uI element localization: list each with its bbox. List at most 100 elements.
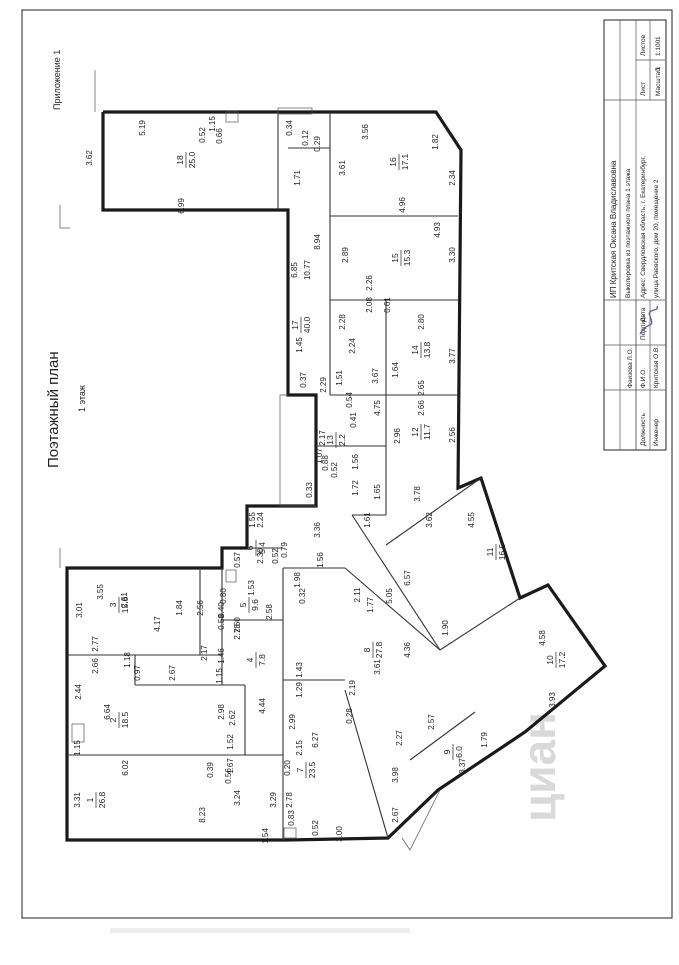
dimension-label: 2.17 <box>318 430 327 446</box>
dimension-label: 8.94 <box>313 234 322 250</box>
dimension-label: 2.44 <box>74 684 83 700</box>
dimension-value: 0.97 <box>133 665 142 681</box>
dimension-value: 8.23 <box>198 807 207 823</box>
dimension-value: 1.79 <box>480 732 489 748</box>
dimension-value: 0.58 <box>217 614 226 630</box>
dimension-value: 2.15 <box>295 740 304 756</box>
dimension-label: 4.44 <box>258 698 267 714</box>
dimension-label: 2.89 <box>341 247 350 263</box>
dimension-label: 1.15 <box>73 740 82 756</box>
dimension-value: 3.78 <box>413 486 422 502</box>
dimension-value: 0.57 <box>233 552 242 568</box>
stamp-role-1: Инженер <box>653 419 660 446</box>
room-area: 15.6 <box>120 596 130 613</box>
dimension-value: 3.00 <box>335 826 344 842</box>
dimension-label: 0.34 <box>285 120 294 136</box>
dimension-label: 1.43 <box>295 662 304 678</box>
dimension-label: 1.53 <box>247 580 256 596</box>
dimension-label: 3.37 <box>458 758 467 774</box>
dimension-value: 3.31 <box>73 792 82 808</box>
dimension-value: 10.77 <box>303 259 312 280</box>
dimension-value: 2.34 <box>448 170 457 186</box>
dimension-label: 2.24 <box>256 512 265 528</box>
room-area: 17.2 <box>557 651 567 668</box>
dimension-label: 1.84 <box>175 600 184 616</box>
room-number: 16 <box>388 157 398 167</box>
dimension-value: 2.29 <box>319 377 328 393</box>
wall-details <box>59 70 441 851</box>
room-area: 6.0 <box>454 746 464 758</box>
dimension-label: 2.11 <box>353 587 362 603</box>
dimension-value: 2.65 <box>417 380 426 396</box>
dimension-label: 2.17 <box>200 645 209 661</box>
dimension-label: 0.61 <box>383 297 392 313</box>
dimension-label: 1.77 <box>366 597 375 613</box>
dimension-label: 3.98 <box>391 767 400 783</box>
dimension-label: 0.83 <box>287 810 296 826</box>
dimension-value: 2.26 <box>365 275 374 291</box>
dimension-label: 3.67 <box>371 368 380 384</box>
dimension-label: 3.31 <box>73 792 82 808</box>
dimension-label: 1.07 <box>315 448 324 464</box>
dimension-label: 1.65 <box>373 484 382 500</box>
dimension-label: 3.61 <box>338 160 347 176</box>
stamp-address-2: улица Раевского, дом 20, помещение 2 <box>653 179 660 298</box>
room-area: 2.2 <box>337 434 347 446</box>
dimension-value: 3.24 <box>233 790 242 806</box>
dimension-value: 1.77 <box>366 597 375 613</box>
dimension-value: 2.28 <box>338 314 347 330</box>
room-number: 1 <box>85 797 95 802</box>
dimension-label: 1.64 <box>391 362 400 378</box>
dimension-value: 2.99 <box>288 714 297 730</box>
room-area: 15.3 <box>402 249 412 266</box>
dimension-label: 1.55 <box>248 512 257 528</box>
dimension-value: 5.19 <box>138 120 147 136</box>
dimension-label: 10.77 <box>303 259 312 280</box>
dimension-value: 6.27 <box>311 732 320 748</box>
dimension-value: 2.24 <box>256 512 265 528</box>
dimension-value: 6.57 <box>403 570 412 586</box>
dimension-label: 4.36 <box>403 642 412 658</box>
dimension-label: 2.99 <box>288 714 297 730</box>
room-number: 9 <box>442 749 452 754</box>
room-number: 6 <box>245 545 255 550</box>
dimension-value: 4.36 <box>403 642 412 658</box>
dimension-value: 2.56 <box>448 427 457 443</box>
dimension-label: 3.24 <box>233 790 242 806</box>
dimension-label: 0.57 <box>233 552 242 568</box>
dimension-label: 0.33 <box>305 482 314 498</box>
dimension-value: 4.17 <box>153 616 162 632</box>
dimension-label: 3.29 <box>269 792 278 808</box>
dimension-label: 1.15 <box>208 116 217 132</box>
dimension-label: 2.60 <box>233 617 242 633</box>
dimension-label: 1.52 <box>226 734 235 750</box>
stamp-name-2: Критская О.В. <box>653 346 660 388</box>
dimension-label: 0.39 <box>206 762 215 778</box>
room-number: 11 <box>485 547 495 556</box>
dimension-label: 3.56 <box>361 124 370 140</box>
dimension-label: 0.29 <box>313 136 322 152</box>
dimension-value: 2.57 <box>427 714 436 730</box>
dimension-value: 0.80 <box>219 588 228 604</box>
dimension-value: 0.39 <box>206 762 215 778</box>
dimension-label: 4.75 <box>373 400 382 416</box>
dimension-value: 1.65 <box>373 484 382 500</box>
dimension-label: 0.58 <box>217 614 226 630</box>
dimension-value: 4.55 <box>467 512 476 528</box>
dimension-value: 6.99 <box>177 198 186 214</box>
dimension-value: 3.62 <box>85 150 94 166</box>
stamp-scale-value: 1:100 <box>655 39 662 56</box>
dimension-label: 4.93 <box>433 222 442 238</box>
room-number: 12 <box>410 427 420 437</box>
dimension-value: 8.94 <box>313 234 322 250</box>
dimension-label: 2.26 <box>365 275 374 291</box>
room-area: 11.7 <box>422 424 432 440</box>
